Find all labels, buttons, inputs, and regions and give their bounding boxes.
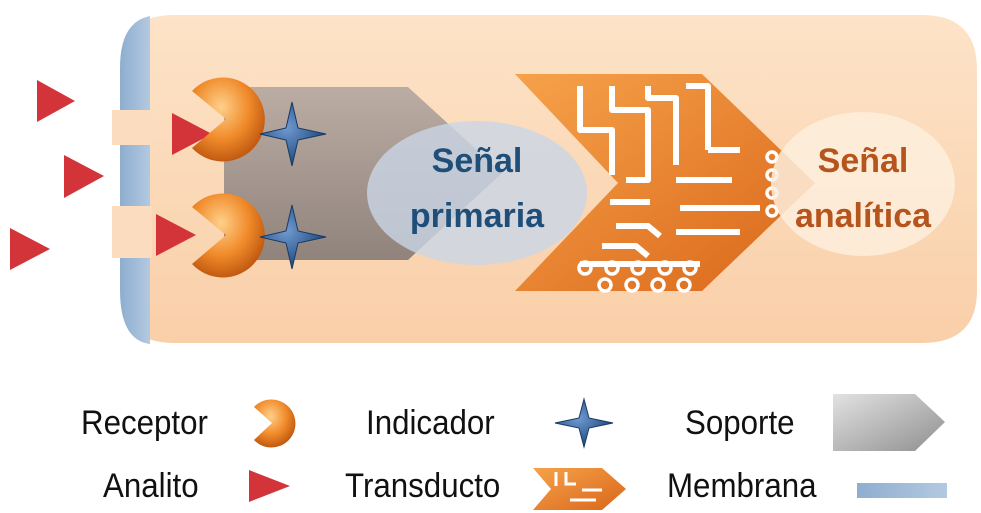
receptor-legend-icon: [254, 399, 296, 448]
circuit-traces: [577, 83, 760, 267]
indicator-legend-icon: [554, 397, 614, 449]
analyte-legend-icon: [249, 470, 290, 502]
analytic-signal-ellipse: [771, 112, 955, 256]
membrane-pore: [112, 110, 152, 145]
legend-label-transducto: Transducto: [345, 467, 501, 505]
membrane-bar: [120, 16, 150, 344]
membrane: [112, 16, 152, 344]
analyte-triangle-icon: [172, 113, 212, 155]
analyte-triangle-icon: [37, 80, 75, 122]
circuit-pads: [577, 150, 779, 293]
indicator-star-icon: [259, 204, 327, 270]
analyte-triangle-icon: [64, 155, 104, 198]
indicator-star-icon: [259, 101, 327, 167]
primary-signal-label: primaria: [410, 197, 545, 235]
analyte-triangle-icon: [10, 228, 50, 270]
transducer-circuit: [515, 74, 815, 293]
legend-label-membrana: Membrana: [667, 467, 817, 505]
receptor-pacman-icon: [192, 77, 265, 162]
legend-label-receptor: Receptor: [81, 404, 208, 442]
membrane-legend-icon: [857, 483, 947, 498]
legend-label-soporte: Soporte: [685, 404, 795, 442]
analytic-signal-label: Señal: [818, 142, 909, 180]
primary-signal-label: Señal: [432, 142, 523, 180]
primary-signal-ellipse: [367, 121, 587, 265]
transducer-legend-icon: [533, 468, 626, 510]
support-legend-icon: [833, 394, 945, 451]
legend-label-indicador: Indicador: [366, 404, 495, 442]
analyte-triangle-icon: [156, 214, 196, 256]
receptor-pacman-icon: [192, 193, 265, 278]
membrane-pore: [112, 206, 152, 258]
analytic-signal-label: analítica: [795, 197, 932, 235]
legend-label-analito: Analito: [103, 467, 199, 505]
